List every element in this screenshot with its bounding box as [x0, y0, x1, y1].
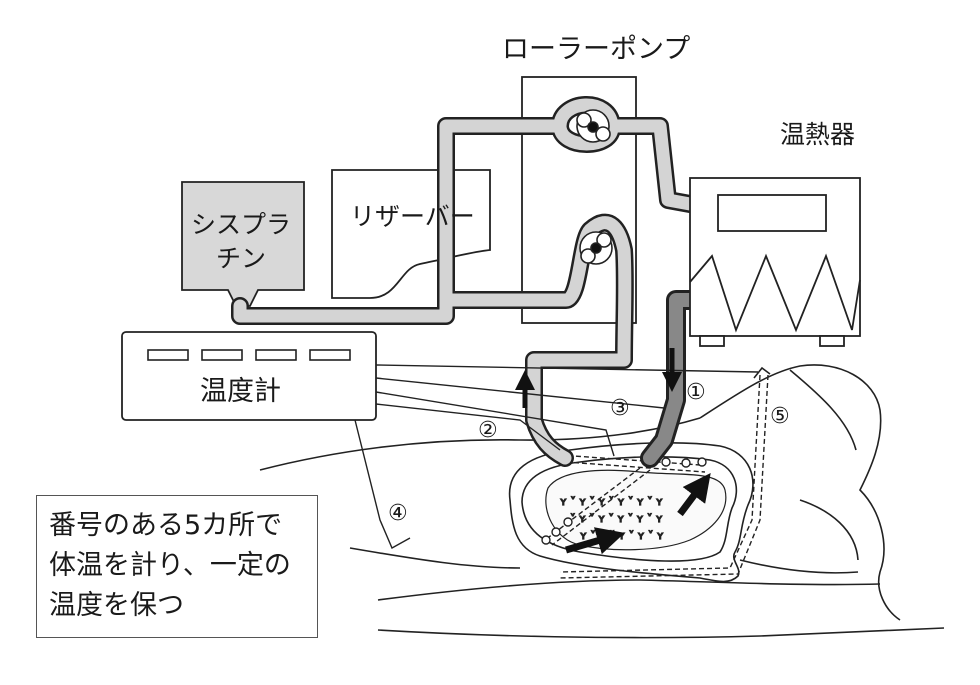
patient-body: [259, 364, 945, 639]
note-line-3: 温度を保つ: [49, 590, 184, 621]
svg-text:ʏ ˅ ʏ ˅ ʏ ˅ ʏ ˅ ʏ ˅ ʏ: ʏ ˅ ʏ ˅ ʏ ˅ ʏ ˅ ʏ ˅ ʏ: [560, 495, 663, 508]
svg-text:˅ ʏ ˅ ʏ ˅ ʏ ˅ ʏ ˅ ʏ: ˅ ʏ ˅ ʏ ˅ ʏ ˅ ʏ ˅ ʏ: [570, 512, 663, 525]
catheter-tip: [753, 366, 771, 379]
note-box: 番号のある5カ所で 体温を計り、一定の 温度を保つ: [36, 495, 318, 638]
catheters: [544, 374, 769, 579]
cisplatin-label-line2: チン: [216, 244, 267, 273]
reservoir-label: リザーバー: [350, 202, 475, 231]
tube-direction-arrows: [515, 348, 682, 408]
abdominal-cavity: [508, 441, 754, 583]
note-line-2: 体温を計り、一定の: [49, 550, 291, 581]
flow-arrows: [565, 473, 711, 555]
point-label-2: ②: [478, 418, 498, 443]
reservoir-bag: [331, 169, 491, 299]
point-label-1: ①: [686, 380, 706, 405]
point-label-3: ③: [610, 396, 630, 421]
heater-label: 温熱器: [780, 120, 856, 149]
pump-label: ローラーポンプ: [502, 34, 691, 65]
thermometer-label: 温度計: [200, 376, 281, 407]
point-label-5: ⑤: [770, 404, 790, 429]
heater: [689, 177, 861, 347]
probe-wires: [354, 364, 759, 549]
note-line-1: 番号のある5カ所で: [49, 510, 283, 541]
intestines: ʏ ˅ ʏ ˅ ʏ ˅ ʏ ˅ ʏ ˅ ʏ ˅ ʏ ˅ ʏ ˅ ʏ ˅ ʏ ˅ …: [545, 469, 727, 551]
pump-rollers: [576, 109, 613, 265]
cisplatin-container: [181, 181, 305, 307]
cisplatin-label-line1: シスプラ: [191, 210, 292, 239]
point-label-4: ④: [388, 501, 408, 526]
thermometer-displays: [147, 349, 351, 361]
catheter-holes: [541, 457, 707, 545]
